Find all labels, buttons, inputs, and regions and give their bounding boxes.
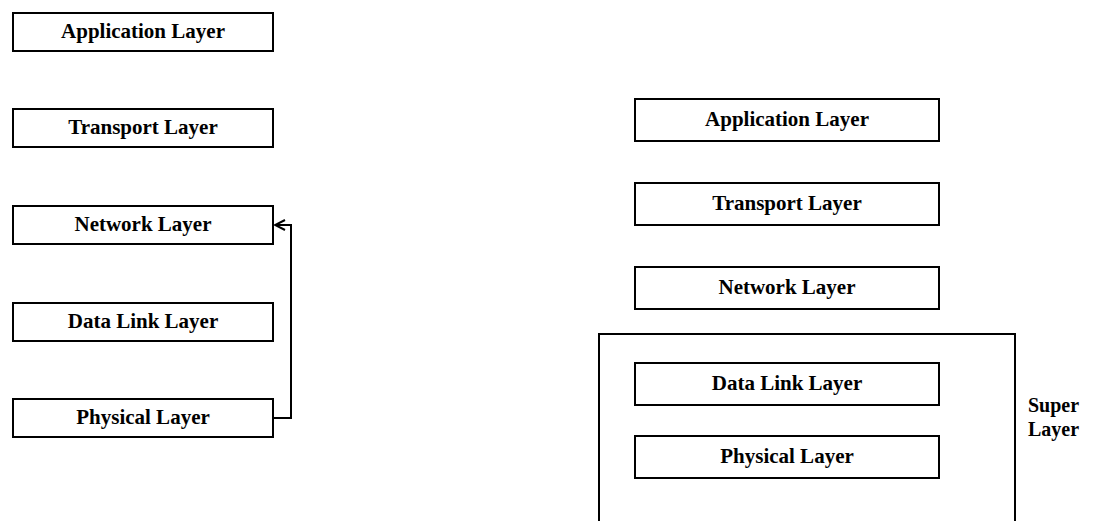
layer-box: Data Link Layer xyxy=(12,302,274,342)
layer-box: Physical Layer xyxy=(12,398,274,438)
layer-box: Application Layer xyxy=(12,12,274,52)
layer-label: Network Layer xyxy=(74,212,211,237)
layer-box: Physical Layer xyxy=(634,435,940,479)
layer-label: Data Link Layer xyxy=(712,371,863,396)
layer-label: Transport Layer xyxy=(68,115,218,140)
layer-box: Data Link Layer xyxy=(634,362,940,406)
layer-label: Network Layer xyxy=(718,275,855,300)
layer-box: Network Layer xyxy=(634,266,940,310)
super-layer-group: Super LayerData Link LayerPhysical Layer xyxy=(598,333,1016,521)
layer-box: Network Layer xyxy=(12,205,274,245)
layer-label: Physical Layer xyxy=(76,405,210,430)
feedback-arrow xyxy=(274,225,291,418)
layer-label: Data Link Layer xyxy=(68,309,219,334)
layer-label: Application Layer xyxy=(61,19,225,44)
layer-label: Physical Layer xyxy=(720,444,854,469)
layer-label: Application Layer xyxy=(705,107,869,132)
layer-box: Application Layer xyxy=(634,98,940,142)
group-label: Super Layer xyxy=(1028,393,1079,441)
layer-box: Transport Layer xyxy=(634,182,940,226)
layer-box: Transport Layer xyxy=(12,108,274,148)
layer-label: Transport Layer xyxy=(712,191,862,216)
